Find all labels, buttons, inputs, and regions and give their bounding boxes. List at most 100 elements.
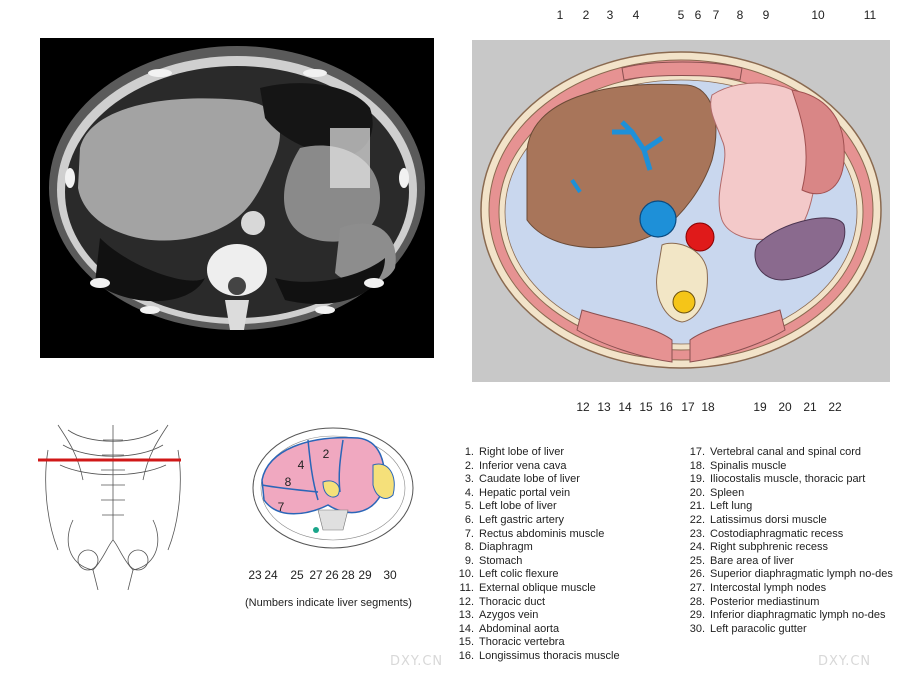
legend-item: 28. Posterior mediastinum	[685, 596, 895, 610]
legend-item-number: 11.	[459, 581, 474, 594]
legend-item-number: 14.	[458, 622, 474, 635]
legend-item-text: Spleen	[710, 486, 745, 499]
legend-item-number: 8.	[464, 541, 474, 554]
legend-item-number: 27.	[689, 581, 705, 594]
legend-item: 18. Spinalis muscle	[685, 460, 895, 474]
label-19: 19	[753, 400, 767, 414]
legend-item-number: 13.	[458, 609, 474, 622]
legend-item: 9.Stomach	[454, 555, 679, 569]
legend-item-text: Iliocostalis muscle, thoracic part	[710, 473, 866, 486]
legend-item-number: 15.	[458, 636, 474, 649]
legend-item: 15. Thoracic vertebra	[454, 636, 679, 650]
legend-item-number: 26.	[689, 568, 705, 581]
legend-item: 19. Iliocostalis muscle, thoracic part	[685, 473, 895, 487]
legend-item-number: 10.	[458, 568, 474, 581]
legend-item: 21. Left lung	[685, 500, 895, 514]
legend-item-number: 29.	[689, 609, 705, 622]
label-22: 22	[828, 400, 842, 414]
liver-segments-graphic	[252, 427, 414, 549]
legend-item: 12. Thoracic duct	[454, 596, 679, 610]
watermark: DXY.CN	[818, 654, 872, 669]
label-13: 13	[597, 400, 611, 414]
skeleton-reference-sketch	[38, 420, 188, 591]
legend-item-number: 22.	[689, 513, 705, 526]
label-15: 15	[639, 400, 653, 414]
label-20: 20	[778, 400, 792, 414]
legend-item-text: Thoracic vertebra	[479, 636, 565, 649]
legend-item-text: Left paracolic gutter	[710, 622, 807, 635]
legend-item-text: Vertebral canal and spinal cord	[710, 446, 862, 458]
legend-item-number: 30.	[689, 622, 705, 635]
legend-item: 30. Left paracolic gutter	[685, 623, 895, 637]
legend-item: 4.Hepatic portal vein	[454, 487, 679, 501]
legend-item: 13. Azygos vein	[454, 609, 679, 623]
legend-item-number: 23.	[689, 527, 705, 540]
legend-item: 27.Intercostal lymph nodes	[685, 582, 895, 596]
legend-item-text: Rectus abdominis muscle	[479, 527, 605, 540]
label-8: 8	[736, 8, 744, 22]
segment-4: 4	[297, 458, 305, 472]
label-27: 27	[309, 568, 323, 582]
label-9: 9	[762, 8, 770, 22]
label-5: 5	[677, 8, 685, 22]
ct-scan-image	[40, 38, 434, 358]
legend-item: 5.Left lobe of liver	[454, 500, 679, 514]
legend-item-text: Right lobe of liver	[479, 446, 564, 458]
label-6: 6	[694, 8, 702, 22]
legend-item: 2.Inferior vena cava	[454, 460, 679, 474]
legend-item-number: 3.	[464, 473, 474, 486]
legend-item: 3. Caudate lobe of liver	[454, 473, 679, 487]
label-11: 11	[863, 8, 877, 22]
legend-item: 26. Superior diaphragmatic lymph no-des	[685, 568, 895, 582]
label-10: 10	[811, 8, 825, 22]
label-25: 25	[290, 568, 304, 582]
legend-item-text: Stomach	[479, 554, 523, 567]
label-2: 2	[582, 8, 590, 22]
legend-item: 7. Rectus abdominis muscle	[454, 528, 679, 542]
legend-item-number: 12.	[458, 595, 474, 608]
legend-item-number: 2.	[464, 459, 474, 472]
legend-item-text: Posterior mediastinum	[710, 595, 820, 608]
legend-item: 10.Left colic flexure	[454, 568, 679, 582]
legend-item-text: Costodiaphragmatic recess	[710, 527, 844, 540]
legend-item-number: 7.	[464, 527, 474, 540]
legend-item: 29. Inferior diaphragmatic lymph no-des	[685, 609, 895, 623]
legend-item-text: Left lung	[710, 500, 753, 513]
legend-item-number: 6.	[464, 513, 474, 526]
legend-item-text: Diaphragm	[479, 541, 533, 554]
label-4: 4	[632, 8, 640, 22]
label-29: 29	[358, 568, 372, 582]
legend-item: 17.Vertebral canal and spinal cord	[685, 446, 895, 460]
cross-section-diagram	[472, 40, 890, 382]
liver-segments-sketch	[248, 420, 418, 560]
legend-item-text: Longissimus thoracis muscle	[479, 649, 620, 662]
legend-item-text: Thoracic duct	[479, 595, 546, 608]
legend-item-text: Inferior diaphragmatic lymph no-des	[710, 609, 886, 622]
legend-item-text: Superior diaphragmatic lymph no-des	[710, 568, 893, 581]
legend-item: 8. Diaphragm	[454, 541, 679, 555]
legend-item: 20.Spleen	[685, 487, 895, 501]
watermark: DXY.CN	[390, 654, 444, 669]
legend-item-number: 24.	[689, 541, 705, 554]
label-18: 18	[701, 400, 715, 414]
legend-item: 16.Longissimus thoracis muscle	[454, 650, 679, 664]
legend-item-text: Spinalis muscle	[710, 459, 787, 472]
label-21: 21	[803, 400, 817, 414]
label-26: 26	[325, 568, 339, 582]
legend-item-text: Azygos vein	[479, 609, 539, 622]
legend-item-text: Latissimus dorsi muscle	[710, 513, 827, 526]
label-23: 23	[248, 568, 262, 582]
legend-item-text: Caudate lobe of liver	[479, 473, 580, 486]
label-16: 16	[659, 400, 673, 414]
legend-item-number: 18.	[689, 459, 705, 472]
legend-item: 25.Bare area of liver	[685, 555, 895, 569]
label-7: 7	[712, 8, 720, 22]
legend-item-number: 28.	[689, 595, 705, 608]
legend-item-text: Hepatic portal vein	[479, 486, 571, 499]
legend-item-number: 21.	[689, 500, 705, 513]
legend-item-number: 19.	[689, 473, 705, 486]
legend-item: 6.Left gastric artery	[454, 514, 679, 528]
label-12: 12	[576, 400, 590, 414]
segment-2: 2	[322, 447, 330, 461]
